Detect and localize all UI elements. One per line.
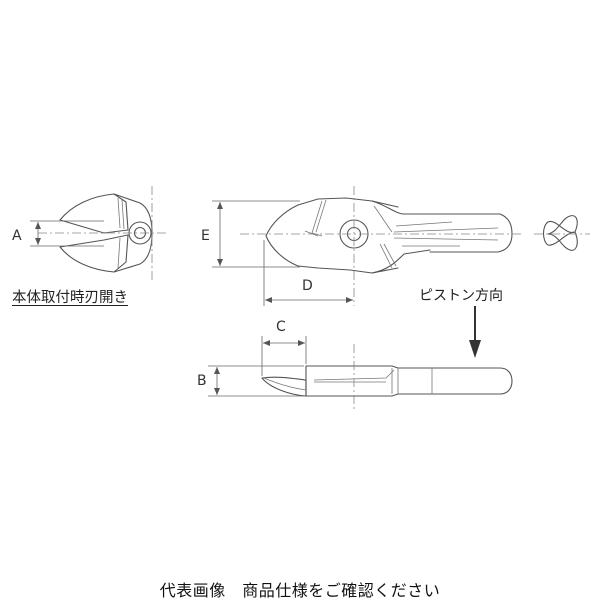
dimension-c-label: C <box>276 319 286 335</box>
dimension-b <box>208 365 304 397</box>
dimension-d-label: D <box>302 278 313 294</box>
dimension-b-label: B <box>197 373 207 389</box>
side-view <box>212 186 522 306</box>
image-caption: 代表画像 商品仕様をご確認ください <box>159 581 441 600</box>
front-view-lower-jaw <box>59 234 129 273</box>
plan-view <box>208 336 513 412</box>
dimension-e <box>212 200 300 268</box>
side-view-blade-tip <box>265 204 299 267</box>
dimension-d <box>263 240 353 306</box>
plan-view-shank <box>499 367 513 395</box>
piston-direction-label: ピストン方向 <box>419 288 503 304</box>
dimension-c <box>261 336 307 376</box>
dimension-a-label: A <box>12 228 22 244</box>
piston-direction-arrow <box>469 306 481 358</box>
front-view-blade-open <box>30 186 168 282</box>
front-view-upper-jaw <box>59 193 129 234</box>
blade-open-label: 本体取付時刃開き <box>12 290 128 306</box>
dimension-e-label: E <box>201 228 210 244</box>
dimension-a <box>30 220 104 247</box>
end-view <box>534 215 590 251</box>
